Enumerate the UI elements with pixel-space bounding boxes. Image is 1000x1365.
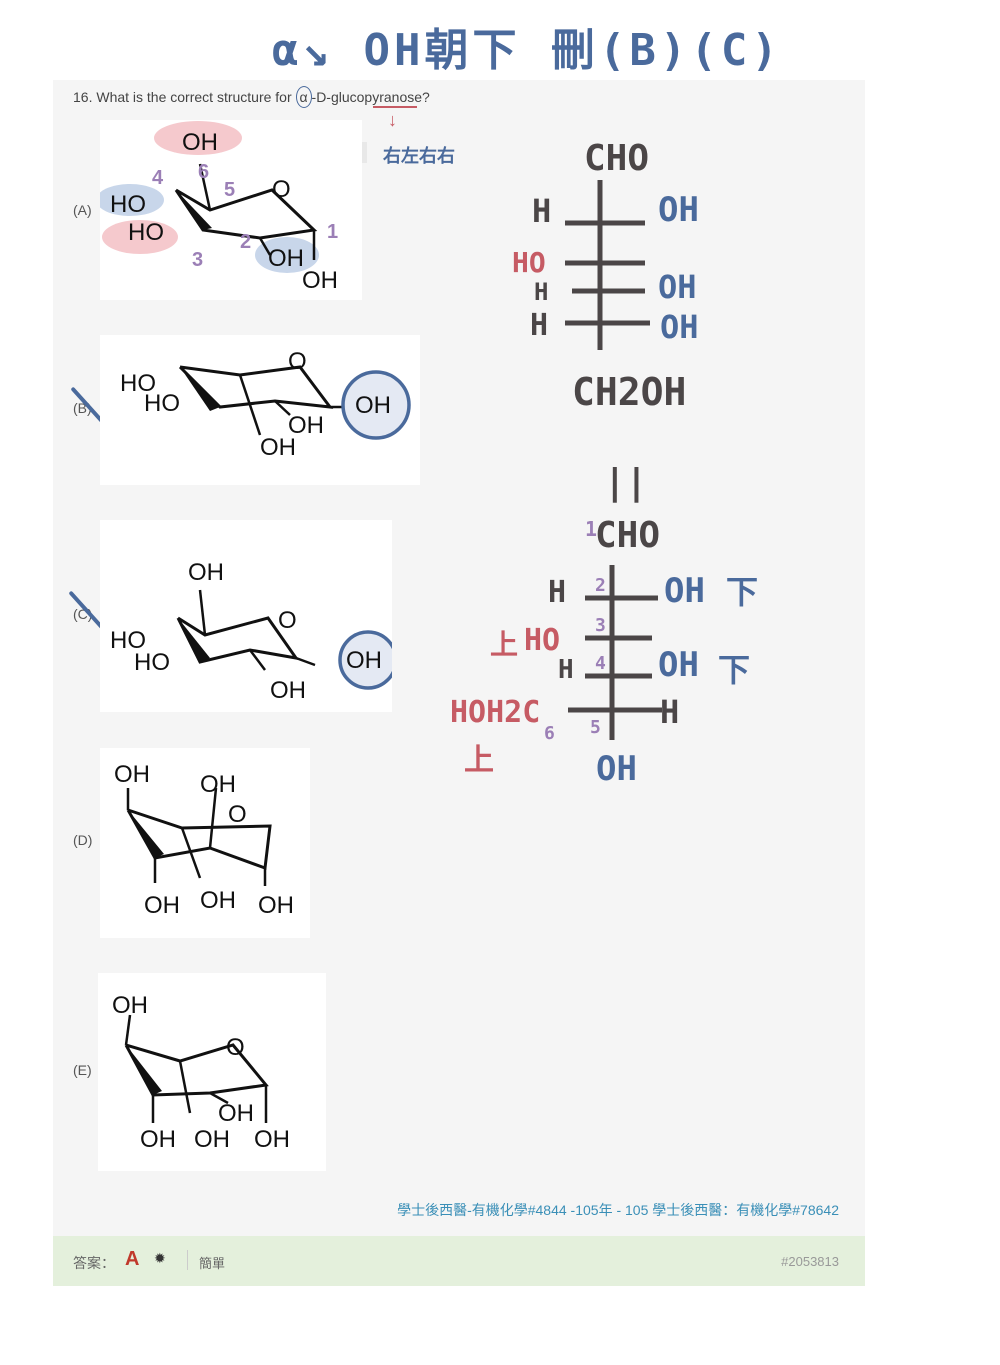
option-e-oh-4: OH [194,1126,230,1153]
answer-value: A [125,1248,140,1270]
fischer-projection-bottom: 1 CHO H 2 OH 下 上 HO 3 H 4 OH 下 HOH2C 6 5… [440,505,780,805]
option-c-oh-1: OH [188,559,224,586]
option-b-oh-5: OH [355,392,391,419]
option-d-oh-3: OH [144,892,180,919]
option-d-oh-2: OH [200,771,236,798]
option-c-oh-3: HO [134,649,170,676]
option-a-label: (A) [73,202,92,218]
option-e-oh-1: OH [112,992,148,1019]
fischer-bottom-left-5: HOH2C [450,695,541,730]
carbon-number-4: 4 [595,653,606,674]
option-d-oh-5: OH [258,892,294,919]
carbon-number: 3 [192,249,203,271]
option-a-ring-o: O [272,176,291,203]
option-e-structure[interactable]: OH OH OH OH OH O [98,973,326,1171]
carbon-number-6: 6 [544,723,555,744]
fischer-bottom-right-5: H [660,693,680,731]
down-arrow-icon: ↓ [388,110,397,130]
option-a-oh-1: OH [182,129,218,156]
fischer-bottom-left-3: HO [524,623,561,658]
fischer-top-left-3: H [530,308,549,343]
fischer-top-cho: CHO [584,138,650,179]
fischer-bottom-cho: CHO [595,515,661,556]
carbon-number: 6 [198,161,209,183]
note-up-5: 上 [464,743,494,778]
option-c-oh-2: HO [110,627,146,654]
fischer-top-left-1: H [532,192,552,230]
note-up-3: 上 [490,628,519,661]
fischer-top-left-2: HO [512,246,546,279]
alpha-circled: α [295,86,312,108]
carbon-number: 4 [152,167,164,189]
option-e-oh-3: OH [140,1126,176,1153]
option-d-ring-o: O [228,801,247,828]
carbon-number-3: 3 [595,615,606,636]
carbon-number: 5 [224,179,235,201]
option-b-oh-4: OH [260,434,296,461]
option-b-ring-o: O [288,348,307,375]
question-id: #2053813 [781,1254,839,1269]
option-b-structure[interactable]: HO HO OH OH OH O [100,335,420,485]
carbon-number-2: 2 [595,575,606,596]
divider [187,1250,188,1270]
difficulty-label: 簡單 [199,1256,226,1271]
option-e-oh-5: OH [254,1126,290,1153]
question-card: 16. What is the correct structure for α-… [53,80,865,1286]
fischer-bottom-left-2: H [548,575,567,610]
carbon-number-1: 1 [585,517,598,541]
fischer-top-right-4: OH [660,308,699,346]
fischer-bottom-oh: OH [596,749,637,789]
option-e-ring-o: O [226,1034,245,1061]
carbon-number-5: 5 [590,717,601,738]
handwritten-title: α↘ OH朝下 刪(B)(C) [272,25,782,76]
option-c-ring-o: O [278,607,297,634]
option-c-oh-4: OH [270,677,306,704]
source-link[interactable]: 學士後西醫-有機化學#4844 -105年 - 105 學士後西醫：有機化學#7… [397,1202,839,1218]
option-c-structure[interactable]: OH HO HO OH OH O [100,520,392,712]
fischer-top-right-1: OH [658,190,699,230]
answer-bar: 答案： A ✹ 簡單 #2053813 [53,1236,865,1286]
question-suffix: -D-glucopyranose? [311,89,430,105]
option-e-label: (E) [73,1062,92,1078]
carbon-number: 2 [240,231,251,253]
question-prefix: 16. What is the correct structure for [73,89,296,105]
fischer-bottom-right-4: OH [658,645,699,685]
fischer-bottom-right-2: OH [664,571,705,611]
answer-label: 答案： [73,1255,115,1271]
option-b-oh-1: HO [120,370,156,397]
option-b-oh-2: HO [144,390,180,417]
option-d-label: (D) [73,832,93,848]
option-c-oh-5: OH [346,647,382,674]
glucose-underline [373,106,417,108]
option-a-structure[interactable]: OH HO HO OH OH O 1 2 3 4 5 6 [100,120,362,300]
option-d-structure[interactable]: OH OH OH OH OH O [100,748,310,938]
option-a-oh-5: OH [302,267,338,294]
fischer-top-right-2: H [534,278,549,306]
fischer-top-bottom: CH2OH [572,370,687,414]
option-d-oh-1: OH [114,761,150,788]
note-down-2: 下 [726,573,759,611]
fischer-projection-top: CHO H OH HO H H OH OH CH2OH [500,130,720,430]
carbon-number: 1 [327,221,338,243]
option-e-oh-2: OH [218,1100,254,1127]
option-a-oh-2: HO [110,191,146,218]
option-b-oh-3: OH [288,412,324,439]
note-down-4: 下 [718,651,751,689]
option-d-oh-4: OH [200,887,236,914]
bug-icon[interactable]: ✹ [154,1250,166,1266]
equals-sign: || [604,462,648,503]
fischer-bottom-right-3: H [558,655,574,685]
fischer-top-right-3: OH [658,268,697,306]
option-a-oh-3: HO [128,219,164,246]
question-text: 16. What is the correct structure for α-… [73,86,430,108]
option-a-oh-4: OH [268,245,304,272]
annotation-order: 右左右右 [383,146,455,167]
